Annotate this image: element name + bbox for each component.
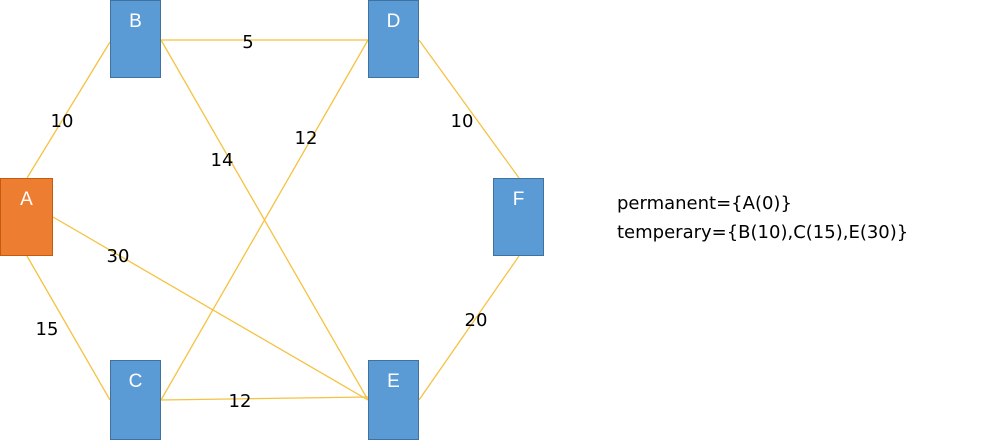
node-c-box: [110, 360, 161, 440]
node-f-label: F: [513, 189, 525, 210]
node-c-label: C: [129, 371, 143, 392]
edge-weight-a-b: 10: [51, 111, 74, 132]
edge-a-b: [26, 41, 111, 179]
edge-weight-d-f: 10: [451, 111, 474, 132]
edge-weight-c-e: 12: [229, 391, 252, 412]
node-e-label: E: [387, 371, 400, 392]
edge-weight-b-d: 5: [242, 32, 253, 53]
edge-a-e: [52, 216, 369, 401]
edge-weight-a-c: 15: [36, 319, 59, 340]
node-a: A: [0, 178, 53, 256]
edge-weight-c-d: 12: [295, 128, 318, 149]
node-c: C: [110, 360, 161, 440]
edge-e-f: [418, 255, 520, 401]
node-b-box: [110, 0, 161, 78]
node-e: E: [368, 360, 419, 440]
edge-weight-b-e: 14: [211, 150, 234, 171]
edge-weight-a-e: 30: [107, 246, 130, 267]
node-a-box: [0, 178, 53, 256]
permanent-set-text: permanent={A(0)}: [617, 193, 792, 214]
node-f-box: [493, 178, 544, 256]
node-f: F: [493, 178, 544, 256]
edge-a-c: [26, 255, 111, 401]
node-b: B: [110, 0, 161, 78]
node-d-label: D: [387, 11, 401, 32]
edge-weight-e-f: 20: [465, 310, 488, 331]
nodes-layer: A B C D E F: [0, 0, 544, 440]
node-b-label: B: [129, 11, 142, 32]
edge-c-d: [160, 39, 369, 401]
node-d: D: [368, 0, 419, 78]
node-d-box: [368, 0, 419, 78]
edge-d-f: [418, 39, 520, 179]
node-e-box: [368, 360, 419, 440]
edge-c-e: [160, 396, 369, 401]
edge-weights-layer: 10 15 30 5 14 12 12 10 20: [36, 32, 488, 412]
node-a-label: A: [20, 189, 33, 210]
temporary-set-text: temperary={B(10),C(15),E(30)}: [617, 222, 909, 243]
edges-layer: [26, 39, 520, 401]
